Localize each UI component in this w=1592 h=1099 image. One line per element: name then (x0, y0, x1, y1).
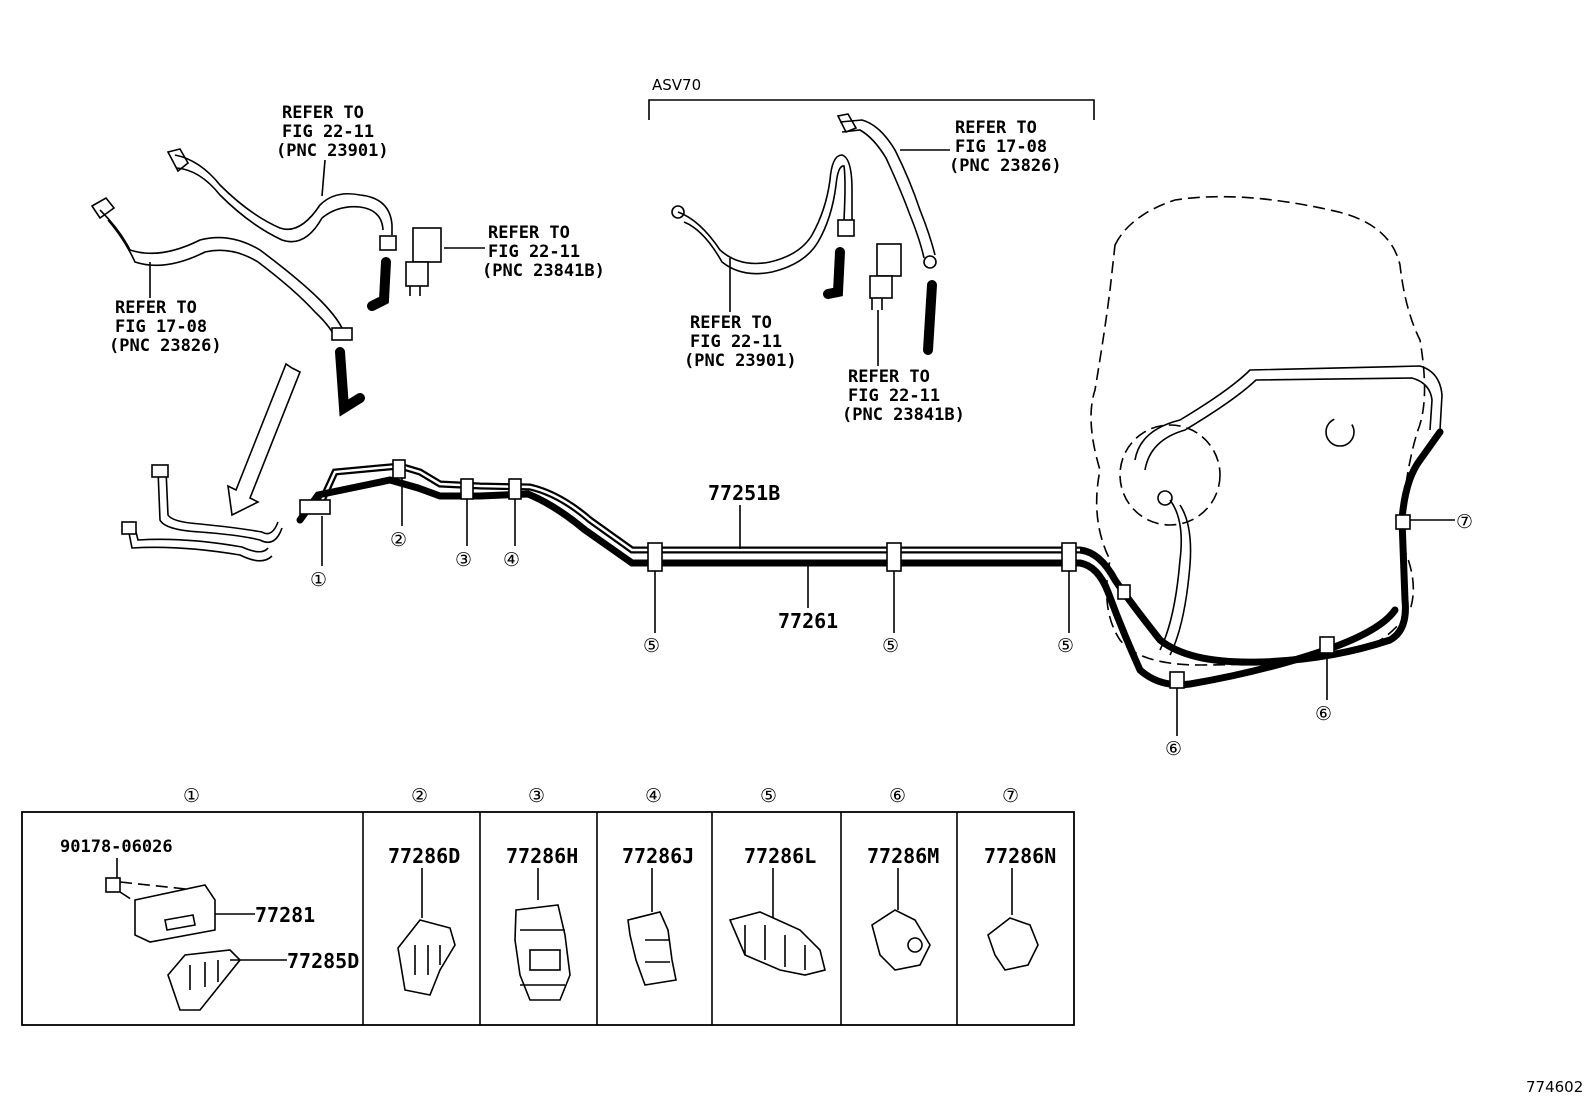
part-number: 90178-06026 (60, 837, 173, 857)
tube-label: 77251B (708, 481, 780, 505)
variant-label: ASV70 (652, 76, 701, 94)
callout-6: ⑥ (1315, 703, 1332, 725)
table-col-num-2: ② (411, 785, 428, 807)
callouts: ① ② ③ ④ ⑤ ⑤ ⑤ ⑥ ⑥ ⑦ (310, 478, 1473, 760)
part-number: 77285D (287, 949, 359, 973)
callout-2: ② (390, 529, 407, 551)
ref-line: (PNC 23826) (109, 336, 222, 356)
ref-line: FIG 22-11 (690, 332, 782, 352)
part-number: 77286M (867, 844, 939, 868)
part-number: 77286H (506, 844, 578, 868)
ref-line: REFER TO (115, 298, 197, 318)
ref-line: REFER TO (955, 118, 1037, 138)
ref-left-top: REFER TO FIG 22-11 (PNC 23901) (276, 103, 389, 197)
direction-arrow (227, 362, 302, 517)
part-number: 77281 (255, 903, 315, 927)
main-tube-77251B (316, 428, 1444, 666)
ref-line: REFER TO (848, 367, 930, 387)
tube-label: 77261 (778, 609, 838, 633)
table-col-num-5: ⑤ (760, 785, 777, 807)
callout-4: ④ (503, 549, 520, 571)
table-col-num-7: ⑦ (1002, 785, 1019, 807)
ref-left-valve: REFER TO FIG 22-11 (PNC 23841B) (444, 223, 605, 281)
tube-label-77261: 77261 (778, 566, 838, 633)
callout-5: ⑤ (643, 635, 660, 657)
fuel-tank (1090, 195, 1443, 666)
parts-table: ① ② ③ ④ ⑤ ⑥ ⑦ 90178-06026 77281 77285D 7… (21, 785, 1075, 1026)
ref-line: REFER TO (282, 103, 364, 123)
ref-line: REFER TO (488, 223, 570, 243)
ref-left-lower: REFER TO FIG 17-08 (PNC 23826) (109, 262, 222, 356)
table-col-num-6: ⑥ (889, 785, 906, 807)
table-col-num-1: ① (183, 785, 200, 807)
tube-label-77251B: 77251B (708, 481, 780, 549)
callout-3: ③ (455, 549, 472, 571)
figure-id: 774602 (1526, 1078, 1583, 1096)
callout-1: ① (310, 569, 327, 591)
callout-5: ⑤ (882, 635, 899, 657)
ref-line: FIG 17-08 (115, 317, 207, 337)
table-col-num-4: ④ (645, 785, 662, 807)
left-hose-assembly (90, 148, 442, 417)
ref-line: FIG 22-11 (848, 386, 940, 406)
ref-line: (PNC 23841B) (842, 405, 965, 425)
ref-line: (PNC 23826) (949, 156, 1062, 176)
part-number: 77286L (744, 844, 816, 868)
left-end-fittings (121, 464, 331, 562)
callout-7: ⑦ (1456, 511, 1473, 533)
ref-line: FIG 17-08 (955, 137, 1047, 157)
callout-5: ⑤ (1057, 635, 1074, 657)
ref-line: FIG 22-11 (282, 122, 374, 142)
ref-line: (PNC 23901) (684, 351, 797, 371)
main-tube-77261 (296, 476, 1399, 689)
asv70-group: ASV70 (648, 76, 1095, 355)
part-number: 77286J (622, 844, 694, 868)
part-number: 77286D (388, 844, 460, 868)
ref-asv70-valve: REFER TO FIG 22-11 (PNC 23841B) (842, 310, 965, 425)
ref-asv70-right: REFER TO FIG 17-08 (PNC 23826) (900, 118, 1062, 176)
ref-line: (PNC 23841B) (482, 261, 605, 281)
callout-6: ⑥ (1165, 738, 1182, 760)
ref-asv70-left: REFER TO FIG 22-11 (PNC 23901) (684, 258, 797, 371)
part-number: 77286N (984, 844, 1056, 868)
ref-line: FIG 22-11 (488, 242, 580, 262)
table-col-num-3: ③ (528, 785, 545, 807)
ref-line: (PNC 23901) (276, 141, 389, 161)
ref-line: REFER TO (690, 313, 772, 333)
